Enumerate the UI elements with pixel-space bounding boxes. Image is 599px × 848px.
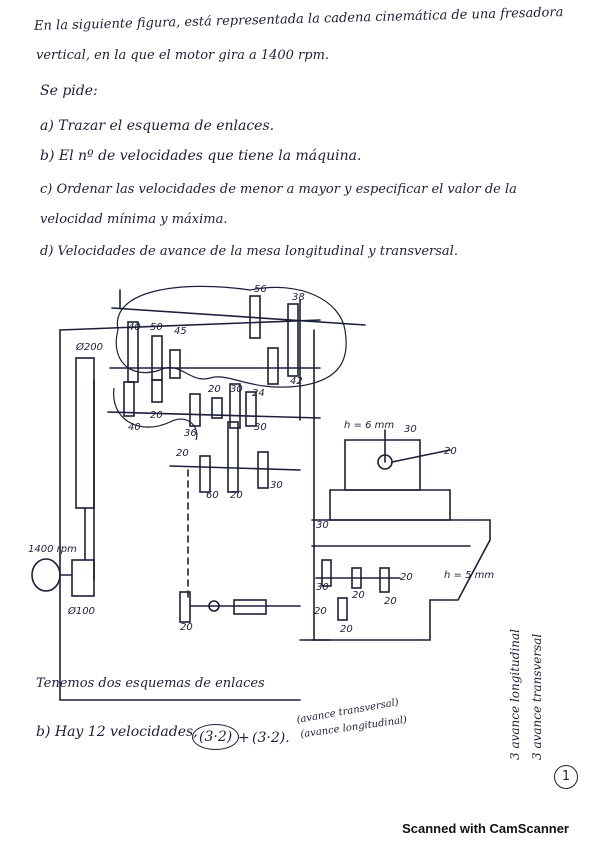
statement-line-d: d) Velocidades de avance de la mesa long… xyxy=(40,244,458,259)
label-60: 60 xyxy=(206,490,219,501)
label-20h: 20 xyxy=(384,596,397,607)
label-38: 38 xyxy=(292,292,305,303)
statement-line-c: c) Ordenar las velocidades de menor a ma… xyxy=(40,182,517,197)
label-20d: 20 xyxy=(230,490,243,501)
label-30e: 30 xyxy=(316,520,329,531)
statement-line-c2: velocidad mínima y máxima. xyxy=(40,212,228,227)
label-30c: 30 xyxy=(270,480,283,491)
gear-20d xyxy=(179,591,191,623)
label-45: 45 xyxy=(174,326,187,337)
label-husillo-2: h = 5 mm xyxy=(444,570,494,581)
label-20f: 20 xyxy=(352,590,365,601)
lower-pulley xyxy=(71,559,95,597)
label-20k: 20 xyxy=(444,446,457,457)
upper-pulley xyxy=(75,357,95,509)
table-block xyxy=(344,439,421,491)
gear-20g xyxy=(337,597,348,621)
label-20e: 20 xyxy=(180,622,193,633)
label-40: 40 xyxy=(128,322,141,333)
leadscrew-line xyxy=(391,449,451,463)
formula-a: (3·2) xyxy=(192,724,240,750)
feed-joint xyxy=(208,600,220,612)
statement-line-2: vertical, en la que el motor gira a 1400… xyxy=(36,48,330,63)
label-20b: 20 xyxy=(150,410,163,421)
label-40b: 40 xyxy=(128,422,141,433)
gear-50 xyxy=(151,335,163,381)
label-36: 36 xyxy=(184,428,197,439)
formula-b: (3·2). xyxy=(252,730,290,746)
gear-38 xyxy=(287,303,299,377)
gear-42-small xyxy=(267,347,279,385)
gear-30 xyxy=(245,391,257,427)
shaft-3 xyxy=(107,411,321,419)
label-42: 42 xyxy=(290,376,303,387)
gear-20f xyxy=(379,567,390,593)
link-enclosure-2 xyxy=(113,387,198,441)
label-husillo: h = 6 mm xyxy=(344,420,394,431)
label-20a: 20 xyxy=(208,384,221,395)
scanner-watermark: Scanned with CamScanner xyxy=(402,821,569,836)
side-note-transversal: 3 avance transversal xyxy=(530,633,544,760)
gear-36 xyxy=(189,393,201,427)
label-20j: 20 xyxy=(314,606,327,617)
label-30d: 30 xyxy=(316,582,329,593)
side-note-longitudinal: 3 avance longitudinal xyxy=(508,628,522,760)
answer-b: b) Hay 12 velocidades, xyxy=(36,724,198,740)
label-20g: 20 xyxy=(400,572,413,583)
gear-20c xyxy=(199,455,211,493)
gear-30b xyxy=(257,451,269,489)
feed-coupling xyxy=(233,599,267,615)
gear-45 xyxy=(169,349,181,379)
gear-20b xyxy=(211,397,223,419)
shaft-4 xyxy=(169,465,301,471)
motor-body xyxy=(31,558,61,592)
gear-56 xyxy=(249,295,261,339)
statement-line-b: b) El nº de velocidades que tiene la máq… xyxy=(40,148,362,164)
statement-line-3: Se pide: xyxy=(40,83,98,99)
gear-50b xyxy=(229,383,241,429)
frame-top-line xyxy=(59,319,321,331)
label-50b: 30 xyxy=(230,384,243,395)
formula-plus: + xyxy=(238,730,250,746)
label-motor-speed: 1400 rpm xyxy=(28,544,77,555)
frame-left-outline xyxy=(59,329,301,701)
gear-20 xyxy=(151,379,163,403)
label-30f: 30 xyxy=(404,424,417,435)
answer-intro: Tenemos dos esquemas de enlaces xyxy=(36,676,265,691)
label-24: 24 xyxy=(252,388,265,399)
table-saddle xyxy=(311,519,491,641)
statement-line-a: a) Trazar el esquema de enlaces. xyxy=(40,118,275,134)
gear-30c xyxy=(321,559,332,587)
shaft-top xyxy=(111,307,366,326)
link-enclosure-1 xyxy=(115,285,347,388)
label-56: 56 xyxy=(254,284,267,295)
table-top xyxy=(329,489,451,521)
gear-60 xyxy=(227,421,239,493)
label-20i: 20 xyxy=(340,624,353,635)
page-number: 1 xyxy=(554,765,578,789)
label-pulley-top: Ø200 xyxy=(75,341,103,353)
label-20c: 20 xyxy=(176,448,189,459)
label-30b: 30 xyxy=(254,422,267,433)
label-50: 50 xyxy=(150,322,163,333)
label-pulley-bottom: Ø100 xyxy=(67,605,95,617)
gear-40b xyxy=(123,381,135,417)
